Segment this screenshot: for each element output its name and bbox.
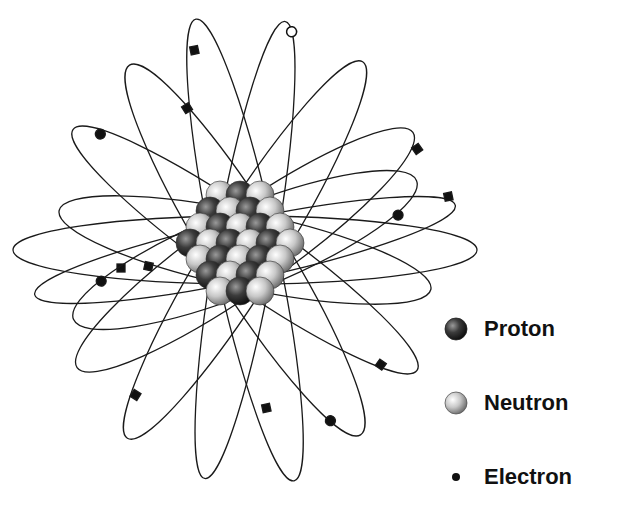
nucleus (176, 181, 304, 305)
legend-label: Neutron (484, 390, 568, 416)
legend-swatch (436, 457, 476, 497)
legend: ProtonNeutronElectron (436, 292, 572, 514)
legend-label: Proton (484, 316, 555, 342)
legend-label: Electron (484, 464, 572, 490)
legend-swatch (436, 383, 476, 423)
legend-symbol (452, 473, 460, 481)
electron-orbits (13, 13, 477, 488)
legend-entry: Neutron (436, 366, 572, 440)
legend-symbol (445, 392, 467, 414)
legend-entry: Electron (436, 440, 572, 514)
legend-entry: Proton (436, 292, 572, 366)
legend-swatch (436, 309, 476, 349)
legend-symbol (445, 318, 467, 340)
